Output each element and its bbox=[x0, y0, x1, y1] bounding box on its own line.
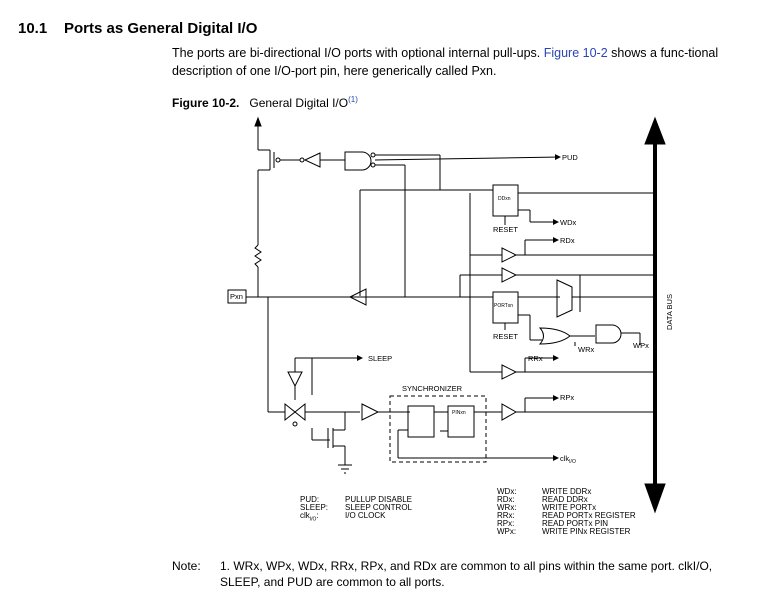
legend-row: WRx:WRITE PORTx bbox=[497, 503, 597, 512]
ddxn-label: DDxn bbox=[498, 196, 511, 202]
data-bus-arrow-up bbox=[644, 116, 666, 145]
rdx-label: RDx bbox=[560, 236, 575, 245]
pud-label: PUD bbox=[562, 153, 578, 162]
wpx-label: WPx bbox=[633, 341, 649, 350]
portxn-label: PORTxn bbox=[494, 303, 513, 309]
figure-link[interactable]: Figure 10-2 bbox=[543, 46, 608, 60]
rpx-label: RPx bbox=[560, 393, 574, 402]
legend-row: WDx:WRITE DDRx bbox=[497, 487, 592, 496]
intro-paragraph: The ports are bi-directional I/O ports w… bbox=[172, 44, 742, 80]
legend-row: clkI/O:I/O CLOCK bbox=[300, 511, 386, 523]
data-bus-label: DATA BUS bbox=[665, 294, 674, 330]
intro-text-before: The ports are bi-directional I/O ports w… bbox=[172, 46, 544, 60]
intro-text-after: shows a func-tional description of one I… bbox=[172, 46, 719, 78]
pxn-pin bbox=[227, 289, 247, 304]
pxn-label: Pxn bbox=[230, 292, 243, 301]
legend-row: RPx:READ PORTx PIN bbox=[497, 519, 609, 528]
figure-label: Figure 10-2. bbox=[172, 96, 240, 110]
reset1-label: RESET bbox=[493, 225, 518, 234]
legend-left: PUD:PULLUP DISABLE SLEEP:SLEEP CONTROL c… bbox=[300, 496, 412, 524]
note-tag: Note: bbox=[172, 559, 201, 573]
figure-title: General Digital I/O bbox=[249, 96, 349, 110]
wdx-label: WDx bbox=[560, 218, 576, 227]
reset2-label: RESET bbox=[493, 332, 518, 341]
clkio-label: clkI/O bbox=[560, 454, 576, 465]
rrx-label: RRx bbox=[528, 354, 543, 363]
legend-row: WPx:WRITE PINx REGISTER bbox=[497, 527, 631, 536]
figure-caption: Figure 10-2. General Digital I/O(1) bbox=[172, 95, 358, 110]
data-bus-arrow-down bbox=[644, 483, 666, 514]
note-text: 1. WRx, WPx, WDx, RRx, RPx, and RDx are … bbox=[220, 559, 713, 589]
section-number: 10.1 bbox=[18, 20, 48, 37]
legend-row: PUD:PULLUP DISABLE bbox=[300, 495, 412, 504]
section-title: Ports as General Digital I/O bbox=[64, 20, 258, 37]
sleep-label: SLEEP bbox=[368, 354, 392, 363]
footnote-ref[interactable]: (1) bbox=[348, 95, 358, 104]
wrx-label: WRx bbox=[578, 345, 594, 354]
legend-row: SLEEP:SLEEP CONTROL bbox=[300, 503, 412, 512]
legend-row: RDx:READ DDRx bbox=[497, 495, 588, 504]
section-heading: 10.1 Ports as General Digital I/O bbox=[18, 20, 257, 37]
legend-row: RRx:READ PORTx REGISTER bbox=[497, 511, 636, 520]
pinxn-label: PINxn bbox=[452, 410, 466, 416]
legend-right: WDx:WRITE DDRx RDx:READ DDRx WRx:WRITE P… bbox=[497, 488, 636, 536]
synchronizer-label: SYNCHRONIZER bbox=[402, 384, 463, 393]
